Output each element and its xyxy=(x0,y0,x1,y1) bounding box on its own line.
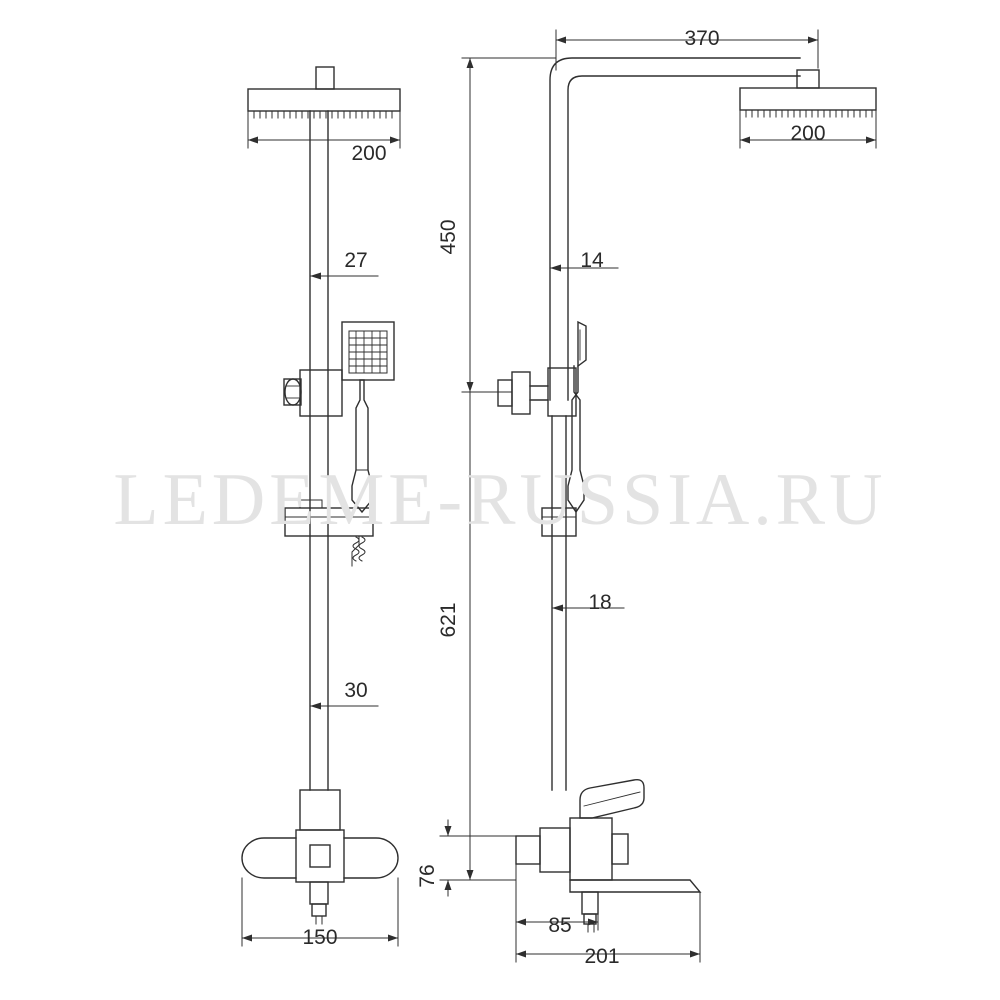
dim-side-mixer-depth: 85 xyxy=(548,914,571,937)
side-view-geometry xyxy=(497,57,877,933)
dim-front-mixer-width: 150 xyxy=(302,926,337,949)
front-view-geometry xyxy=(241,66,401,925)
dim-side-riser-thickness: 14 xyxy=(580,249,604,272)
dim-side-pipe-diameter: 18 xyxy=(588,591,611,614)
dim-side-spout-reach: 201 xyxy=(584,945,619,968)
dim-side-lower-height: 621 xyxy=(437,602,460,637)
dim-front-head-width: 200 xyxy=(351,142,386,165)
front-view-dimension-lines xyxy=(241,110,401,947)
dim-front-riser-width: 30 xyxy=(344,679,367,702)
dim-front-riser-offset: 27 xyxy=(344,249,367,272)
side-view-dimension-lines xyxy=(439,29,877,963)
dim-side-mixer-height: 76 xyxy=(416,864,439,887)
dimension-labels: 200 27 30 150 370 200 450 14 621 18 76 8… xyxy=(302,27,825,968)
dim-side-head-depth: 200 xyxy=(790,122,825,145)
dim-side-arm-reach: 370 xyxy=(684,27,719,50)
dim-side-upper-height: 450 xyxy=(437,219,460,254)
